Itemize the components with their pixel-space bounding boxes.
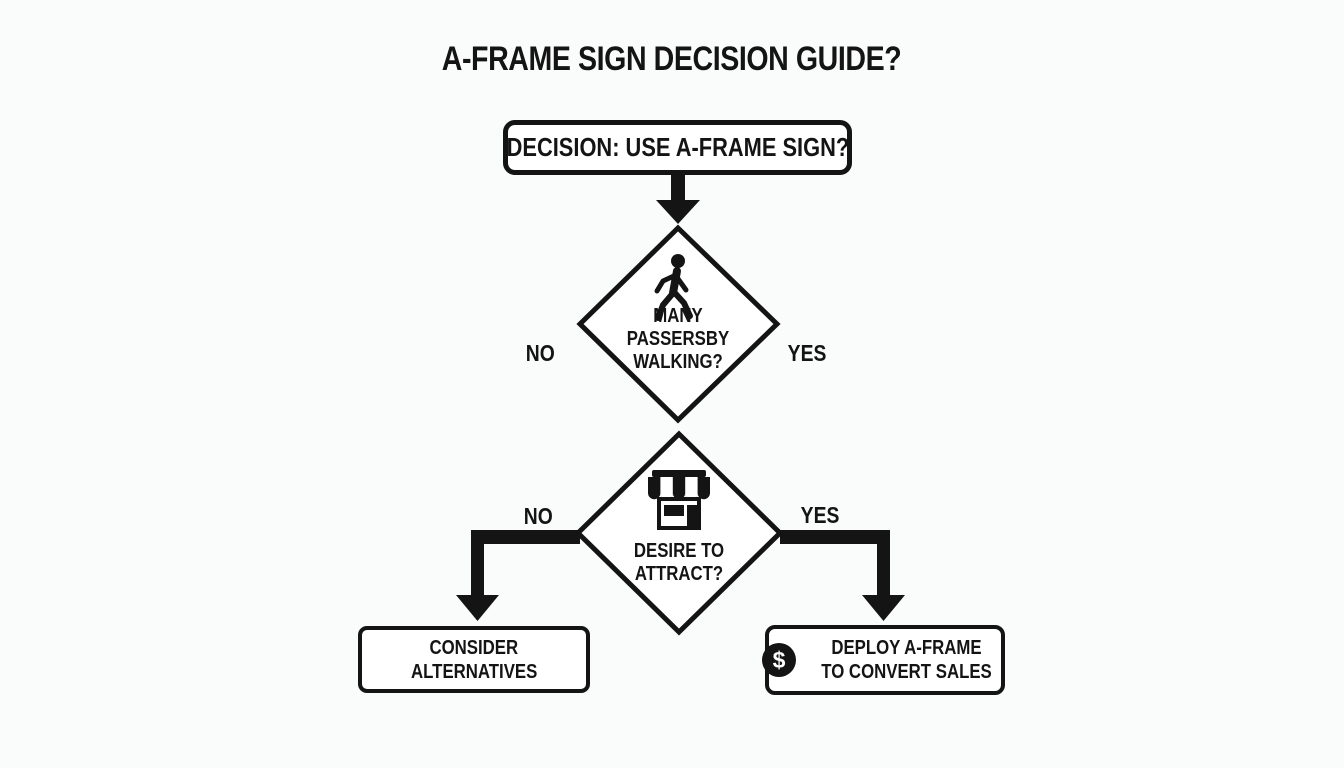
diamond-passersby-shape bbox=[576, 224, 781, 424]
diagram-title-text: A-FRAME SIGN DECISION GUIDE? bbox=[442, 40, 902, 78]
consider-line-2: ALTERNATIVES bbox=[410, 660, 538, 683]
walking-person-icon bbox=[654, 254, 693, 321]
deploy-line-1: DEPLOY A-FRAME bbox=[831, 637, 982, 659]
decision-node: DECISION: USE A-FRAME SIGN? bbox=[503, 120, 852, 175]
attract-line-1: DESIRE TO bbox=[633, 540, 725, 562]
passersby-line-1: MANY bbox=[653, 305, 703, 327]
arrow-yes-branch bbox=[780, 530, 905, 621]
passersby-no-label: NO bbox=[525, 340, 555, 366]
dollar-icon: $ bbox=[762, 643, 796, 677]
passersby-yes-label: YES bbox=[787, 340, 827, 366]
diamond-attract-shape bbox=[574, 430, 784, 636]
diagram-title: A-FRAME SIGN DECISION GUIDE? bbox=[0, 40, 1344, 80]
passersby-line-3: WALKING? bbox=[633, 351, 723, 373]
attract-line-2: ATTRACT? bbox=[634, 563, 724, 585]
dollar-glyph: $ bbox=[772, 647, 786, 673]
attract-yes-label: YES bbox=[800, 502, 840, 528]
passersby-question-text: MANY PASSERSBY WALKING? bbox=[578, 305, 778, 374]
passersby-line-2: PASSERSBY bbox=[626, 328, 730, 350]
outcome-consider-alternatives: CONSIDER ALTERNATIVES bbox=[358, 626, 590, 693]
storefront-icon bbox=[648, 470, 710, 530]
arrow-down-decision bbox=[656, 172, 700, 224]
deploy-line-2: TO CONVERT SALES bbox=[821, 661, 992, 683]
attract-no-label: NO bbox=[523, 503, 553, 529]
decision-node-label: DECISION: USE A-FRAME SIGN? bbox=[506, 132, 849, 162]
consider-line-1: CONSIDER bbox=[429, 636, 519, 659]
attract-question-text: DESIRE TO ATTRACT? bbox=[579, 540, 779, 586]
arrow-no-branch bbox=[456, 530, 580, 621]
outcome-deploy-aframe: $ DEPLOY A-FRAME TO CONVERT SALES bbox=[762, 625, 1005, 695]
